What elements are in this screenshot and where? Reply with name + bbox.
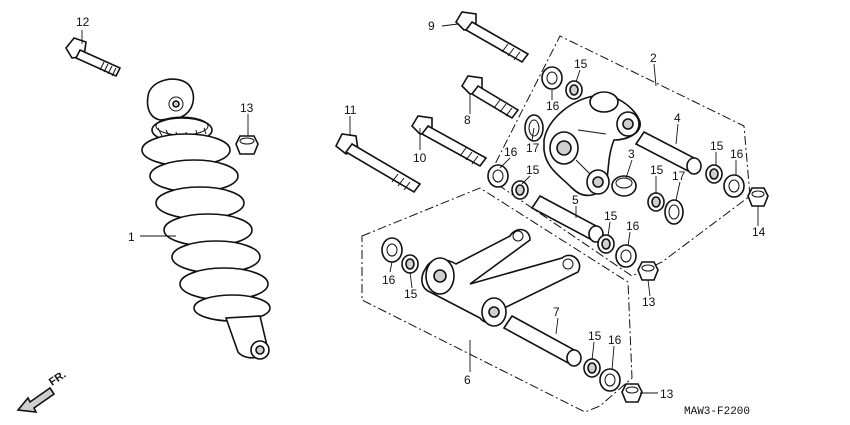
bolt-12 bbox=[65, 37, 122, 78]
front-direction-arrow: FR. bbox=[16, 369, 68, 413]
callout-15-top: 15 bbox=[574, 57, 588, 71]
dust-seal-16-right bbox=[723, 174, 745, 198]
dust-seal-16-top bbox=[541, 66, 563, 90]
dust-seal-16-link-left bbox=[381, 237, 403, 263]
callout-12: 12 bbox=[76, 15, 90, 29]
callout-16-left: 16 bbox=[504, 145, 518, 159]
nut-13-link bbox=[621, 383, 643, 403]
callout-16-right: 16 bbox=[730, 147, 744, 161]
callout-10: 10 bbox=[413, 151, 427, 165]
callout-13-shock: 13 bbox=[240, 101, 254, 115]
bolt-10 bbox=[410, 115, 488, 168]
callout-9: 9 bbox=[428, 19, 435, 33]
callout-15-right: 15 bbox=[710, 139, 724, 153]
collar-15-right bbox=[705, 164, 723, 184]
lower-link-frame bbox=[361, 187, 633, 413]
collar-15-link-left bbox=[401, 254, 419, 274]
callout-16-link-left: 16 bbox=[382, 273, 396, 287]
bolt-8 bbox=[460, 75, 520, 120]
collar-5 bbox=[530, 194, 604, 243]
callout-14: 14 bbox=[752, 225, 766, 239]
callout-16-top: 16 bbox=[546, 99, 560, 113]
callout-6: 6 bbox=[464, 373, 471, 387]
nut-14 bbox=[747, 187, 769, 207]
callout-15-low: 15 bbox=[604, 209, 618, 223]
collar-7 bbox=[502, 314, 582, 367]
dust-seal-16-link-right bbox=[599, 368, 621, 392]
callout-13-link: 13 bbox=[660, 387, 674, 401]
diagram-code: MAW3-F2200 bbox=[684, 406, 750, 418]
callout-8: 8 bbox=[464, 113, 471, 127]
callout-4: 4 bbox=[674, 111, 681, 125]
callout-2: 2 bbox=[650, 51, 657, 65]
rear-shock-absorber bbox=[141, 78, 271, 360]
callout-11: 11 bbox=[344, 103, 357, 117]
callout-1: 1 bbox=[128, 230, 135, 244]
callout-13-arm: 13 bbox=[642, 295, 656, 309]
collar-3 bbox=[611, 175, 637, 197]
callout-17-right: 17 bbox=[672, 169, 686, 183]
shock-link bbox=[421, 228, 581, 327]
callout-15-link-left: 15 bbox=[404, 287, 418, 301]
callout-17-left: 17 bbox=[526, 141, 540, 155]
collar-15-mid bbox=[647, 192, 665, 212]
collar-15-top bbox=[565, 80, 583, 100]
upper-arm-frame bbox=[487, 35, 751, 277]
seal-17-right bbox=[664, 199, 684, 225]
callout-15-link-right: 15 bbox=[588, 329, 602, 343]
dust-seal-16-left bbox=[487, 164, 509, 188]
callout-15-left: 15 bbox=[526, 163, 540, 177]
dust-seal-16-low bbox=[615, 244, 637, 268]
nut-13-shock bbox=[235, 135, 259, 155]
leader-lines bbox=[81, 23, 759, 394]
callout-labels: 12 1 13 11 10 8 9 2 15 16 17 16 15 4 3 1… bbox=[76, 15, 766, 401]
callout-7: 7 bbox=[553, 305, 560, 319]
front-direction-label: FR. bbox=[47, 369, 68, 389]
callout-3: 3 bbox=[628, 147, 635, 161]
bolt-9 bbox=[454, 11, 530, 64]
callout-16-link-right: 16 bbox=[608, 333, 622, 347]
collar-4 bbox=[634, 130, 702, 175]
callout-16-low: 16 bbox=[626, 219, 640, 233]
collar-15-low bbox=[597, 234, 615, 254]
nut-13-arm bbox=[637, 261, 659, 281]
callout-5: 5 bbox=[572, 193, 579, 207]
collar-15-left bbox=[511, 180, 529, 200]
callout-15-mid: 15 bbox=[650, 163, 664, 177]
shock-arm bbox=[543, 91, 641, 197]
bolt-11 bbox=[334, 133, 422, 194]
collar-15-link-right bbox=[583, 358, 601, 378]
